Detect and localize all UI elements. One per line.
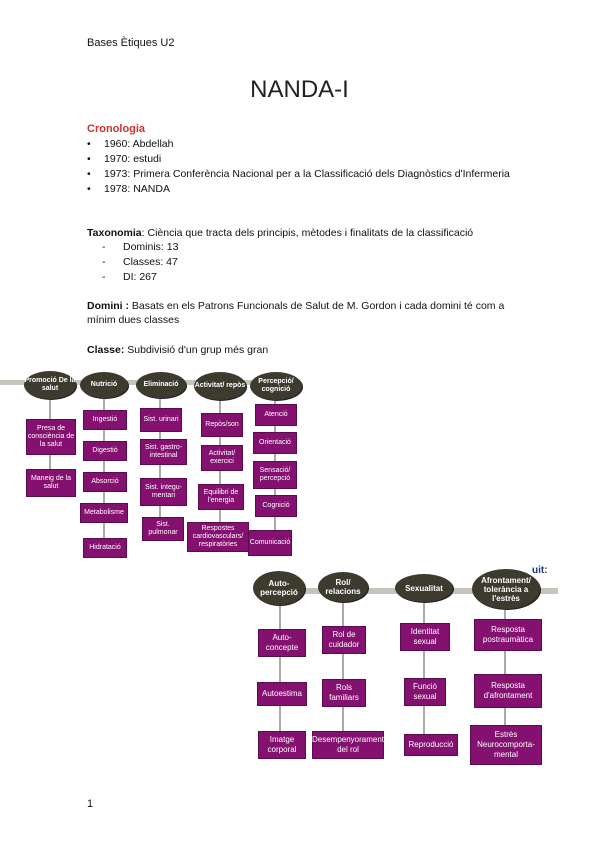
class-box: Sensació/ percepció	[253, 461, 297, 489]
class-box: Resposta postraumàtica	[474, 619, 542, 651]
class-box: Sist. gastro-intestinal	[140, 439, 187, 465]
class-box: Sist. pulmonar	[142, 517, 184, 541]
classe-label: Classe:	[87, 344, 125, 356]
class-box: Identitat sexual	[400, 623, 450, 651]
class-box: Resposta d'afrontament	[474, 674, 542, 708]
class-box: Reproducció	[404, 734, 458, 756]
class-box: Digestió	[83, 441, 127, 461]
list-item: 1970: estudi	[87, 152, 515, 166]
domini-label: Domini :	[87, 300, 129, 312]
classe-text: Subdivisió d'un grup més gran	[124, 344, 269, 356]
page-number: 1	[87, 798, 94, 810]
class-box: Autoestima	[257, 682, 307, 706]
domain-autopercepcio: Auto-percepció	[253, 571, 305, 605]
list-item: Dominis: 13	[100, 240, 178, 255]
domini-paragraph: Domini : Basats en els Patrons Funcional…	[87, 299, 515, 327]
class-box: Funció sexual	[404, 678, 446, 706]
class-box: Activitat/ exercici	[201, 445, 243, 471]
page-header: Bases Ètiques U2	[87, 37, 175, 49]
class-box: Orientació	[253, 432, 297, 454]
class-box: Equilibri de l'energia	[198, 484, 244, 510]
taxonomia-label: Taxonomia	[87, 227, 142, 239]
list-item: 1973: Primera Conferència Nacional per a…	[87, 167, 515, 181]
list-item: 1978: NANDA	[87, 182, 515, 196]
class-box: Imatge corporal	[258, 731, 306, 759]
class-box: Cognició	[255, 495, 297, 517]
class-box: Ingestió	[83, 410, 127, 430]
domain-rol-relacions: Rol/ relacions	[318, 572, 368, 602]
cronologia-list: 1960: Abdellah 1970: estudi 1973: Primer…	[87, 137, 515, 197]
taxonomia-list: Dominis: 13 Classes: 47 DI: 267	[100, 240, 178, 285]
class-box: Sist. urinari	[140, 408, 182, 432]
class-box: Desempenyorament del rol	[312, 731, 384, 759]
list-item: DI: 267	[100, 270, 178, 285]
class-box: Presa de consciència de la salut	[26, 419, 76, 455]
taxonomia-paragraph: Taxonomia: Ciència que tracta dels princ…	[87, 226, 515, 240]
domain-promocio-salut: Promoció De la salut	[24, 371, 76, 399]
class-box: Auto-concepte	[258, 629, 306, 657]
domain-afrontament: Afrontament/ tolerància a l'estrès	[472, 569, 540, 609]
taxonomia-text: : Ciència que tracta dels principis, mèt…	[141, 227, 474, 239]
domain-nutricio: Nutrició	[80, 372, 128, 398]
list-item: Classes: 47	[100, 255, 178, 270]
class-box: Respostes cardiovasculars/ respiratòries	[187, 522, 249, 552]
class-box: Metabolisme	[80, 503, 128, 523]
cronologia-heading: Cronologia	[87, 123, 146, 135]
list-item: 1960: Abdellah	[87, 137, 515, 151]
class-box: Hidratació	[83, 538, 127, 558]
domain-eliminacio: Eliminació	[136, 372, 186, 398]
class-box: Sist. integu-mentari	[140, 478, 187, 506]
continuation-text: uit:	[532, 565, 548, 576]
class-box: Absorció	[83, 472, 127, 492]
class-box: Comunicació	[248, 530, 292, 556]
class-box: Rols familiars	[322, 679, 366, 707]
class-box: Maneig de la salut	[26, 469, 76, 497]
domini-text: Basats en els Patrons Funcionals de Salu…	[87, 300, 505, 326]
domain-sexualitat: Sexualitat	[395, 574, 453, 602]
domain-percepcio-cognicio: Percepció/ cognició	[250, 372, 302, 400]
class-box: Repòs/son	[201, 413, 243, 437]
domain-activitat-repos: Activitat/ repòs	[194, 372, 246, 400]
classe-paragraph: Classe: Subdivisió d'un grup més gran	[87, 343, 515, 357]
class-box: Atenció	[255, 404, 297, 426]
class-box: Estrès Neurocomporta-mental	[470, 725, 542, 765]
class-box: Rol de cuidador	[322, 626, 366, 654]
page-title: NANDA-I	[250, 76, 349, 103]
